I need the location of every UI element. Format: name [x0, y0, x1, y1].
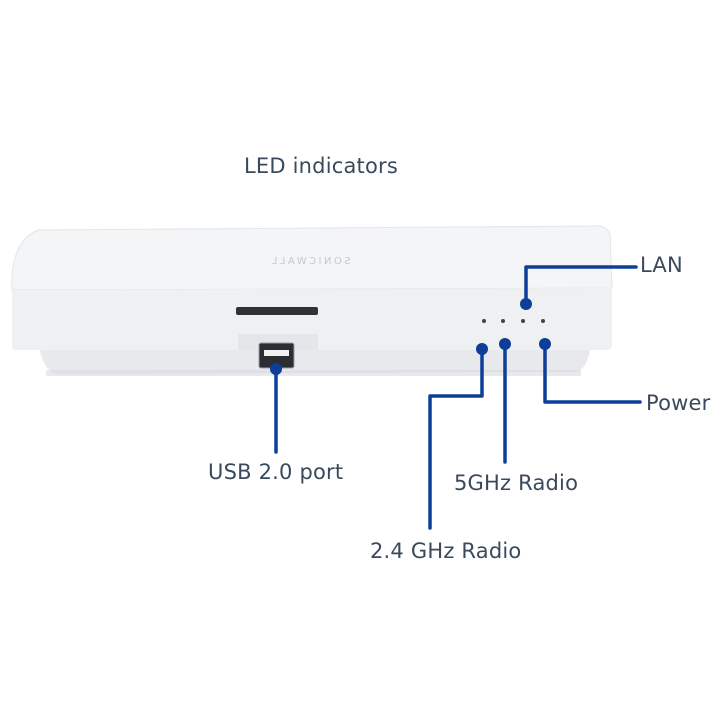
- radio-24g-leader: [428, 347, 484, 530]
- led-24g: [482, 319, 486, 323]
- device-base: [40, 350, 590, 374]
- diagram-title: LED indicators: [244, 154, 398, 178]
- device-base-shadow: [46, 370, 581, 376]
- device-front-face: [12, 288, 612, 350]
- radio-24g-leader-dot: [476, 343, 488, 355]
- brand-logo: SONICWALL: [269, 256, 351, 267]
- front-slot: [236, 307, 318, 315]
- usb-recess: [238, 334, 318, 350]
- lan-leader-dot: [520, 298, 532, 310]
- usb-label: USB 2.0 port: [208, 460, 344, 484]
- usb-leader-dot: [270, 363, 282, 375]
- radio-24g-label: 2.4 GHz Radio: [370, 539, 522, 563]
- led-power: [541, 319, 545, 323]
- led-lan: [521, 319, 525, 323]
- power-label: Power: [646, 391, 711, 415]
- radio-5g-label: 5GHz Radio: [454, 471, 579, 495]
- lan-label: LAN: [640, 253, 683, 277]
- radio-5g-leader-dot: [499, 338, 511, 350]
- power-leader-dot: [539, 338, 551, 350]
- lan-leader: [524, 265, 638, 306]
- usb-port-tongue: [264, 350, 289, 356]
- power-leader: [543, 342, 642, 404]
- led-5g: [501, 319, 505, 323]
